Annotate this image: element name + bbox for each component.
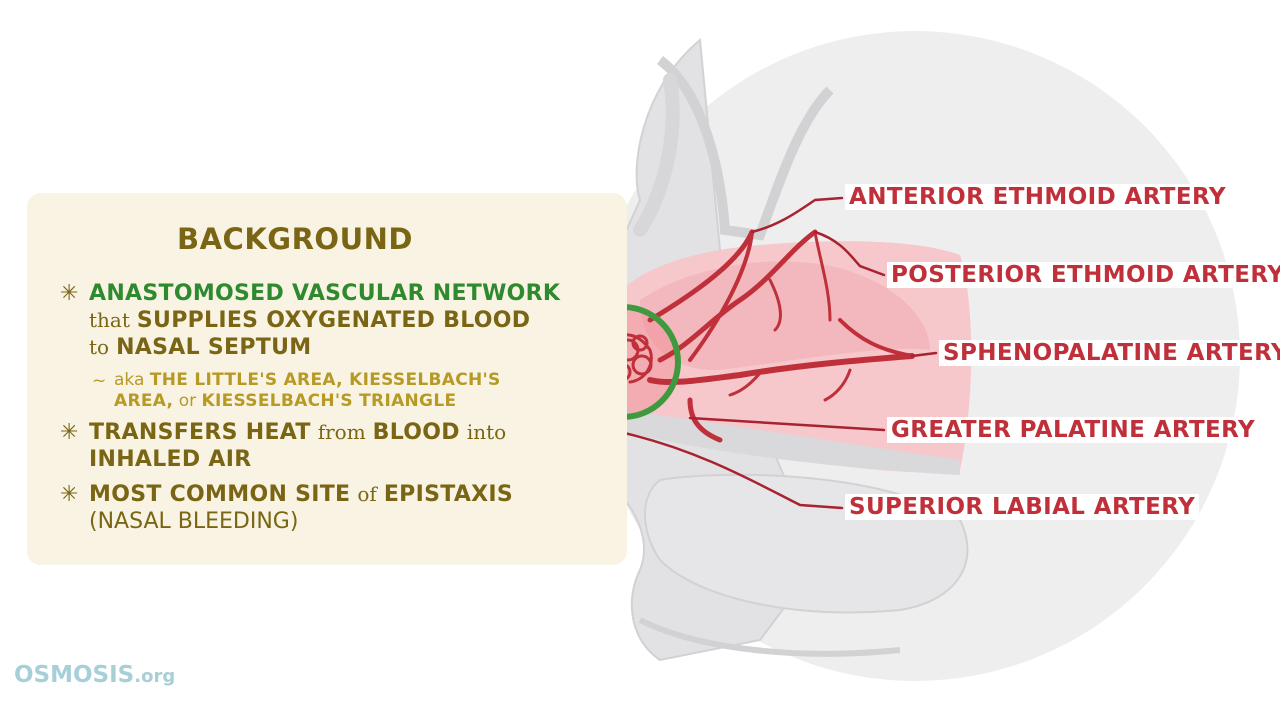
bullet-3-site: MOST COMMON SITE [89, 482, 351, 507]
bullet-3-epistaxis: EPISTAXIS [383, 482, 514, 507]
bullet-1-that: that [89, 308, 130, 332]
label-sphenopalatine-artery: SPHENOPALATINE ARTERY [939, 340, 1280, 366]
sub-aka: aka [114, 370, 145, 390]
leader-lines [618, 196, 938, 510]
sub-area: AREA, [114, 391, 174, 411]
bullet-2-blood: BLOOD [372, 420, 460, 445]
bullet-2-into: into [466, 420, 507, 444]
osmosis-logo: OSMOSIS.org [14, 662, 175, 688]
background-panel [27, 193, 627, 565]
sub-line1: THE LITTLE'S AREA, KIESSELBACH'S [149, 370, 501, 390]
leader-anterior-ethmoid [750, 196, 844, 234]
leader-sphenopalatine [910, 351, 938, 358]
osmosis-logo-name: OSMOSIS [14, 662, 135, 688]
bullet-1-line3: NASAL SEPTUM [116, 335, 312, 360]
bullet-star-1: ✳ [60, 281, 79, 306]
skull-bone-outline [656, 56, 834, 241]
leader-greater-palatine [688, 416, 886, 432]
leader-posterior-ethmoid [813, 230, 886, 277]
bullet-3: MOST COMMON SITE of EPISTAXIS (NASAL BLE… [89, 481, 513, 535]
sub-line2: KIESSELBACH'S TRIANGLE [201, 391, 457, 411]
bullet-2-transfers: TRANSFERS HEAT [89, 420, 311, 445]
jaw-outline [638, 617, 901, 657]
label-posterior-ethmoid-artery: POSTERIOR ETHMOID ARTERY [887, 262, 1280, 288]
bullet-1-line2: SUPPLIES OXYGENATED BLOOD [136, 308, 531, 333]
bullet-star-2: ✳ [60, 420, 79, 445]
panel-title: BACKGROUND [177, 222, 413, 256]
label-anterior-ethmoid-artery: ANTERIOR ETHMOID ARTERY [845, 184, 1230, 210]
sub-or: or [178, 391, 197, 411]
sub-bullet-tilde: ~ [92, 371, 107, 391]
osmosis-logo-suffix: .org [134, 666, 176, 687]
bullet-3-of: of [357, 482, 377, 506]
bullet-1-to: to [89, 335, 110, 359]
nasal-bone [633, 73, 680, 237]
leader-superior-labial [618, 430, 844, 510]
label-superior-labial-artery: SUPERIOR LABIAL ARTERY [845, 494, 1200, 520]
label-greater-palatine-artery: GREATER PALATINE ARTERY [887, 417, 1260, 443]
bullet-2: TRANSFERS HEAT from BLOOD into INHALED A… [89, 419, 506, 473]
bullet-1: ANASTOMOSED VASCULAR NETWORK that SUPPLI… [89, 280, 560, 361]
bullet-1-highlight: ANASTOMOSED VASCULAR NETWORK [89, 281, 561, 306]
bullet-2-line2: INHALED AIR [89, 447, 252, 472]
bullet-star-3: ✳ [60, 482, 79, 507]
bullet-2-from: from [317, 420, 366, 444]
sub-bullet-aka: aka THE LITTLE'S AREA, KIESSELBACH'S ARE… [114, 370, 501, 412]
bullet-3-line2: (NASAL BLEEDING) [89, 509, 299, 534]
nasal-concha [640, 261, 930, 371]
